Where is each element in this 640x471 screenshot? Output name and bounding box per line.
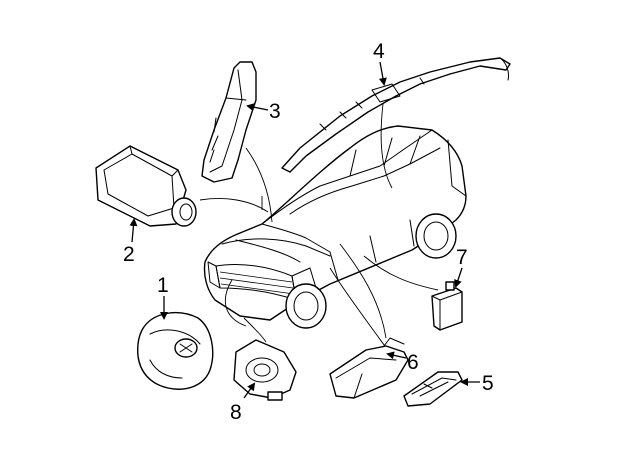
callout-5-group: 5 [460,372,494,395]
callout-label-4: 4 [373,40,385,63]
callout-arrow-8 [243,382,256,399]
callout-2-group: 2 [123,218,138,266]
callout-1-group: 1 [157,274,169,320]
clock-spring [233,339,297,401]
callout-8-group: 8 [230,382,256,424]
callout-arrow-6 [386,351,407,360]
callout-3-group: 3 [246,100,281,123]
callout-7-group: 7 [454,246,468,288]
callout-label-7: 7 [456,246,468,269]
side-airbag [201,61,257,183]
callout-label-8: 8 [230,401,242,424]
callout-label-1: 1 [157,274,169,297]
callout-label-6: 6 [407,351,419,374]
callout-label-3: 3 [269,100,281,123]
callout-label-2: 2 [123,243,135,266]
sensor-module [403,371,463,407]
callout-arrow-2 [129,218,138,243]
passenger-airbag [95,145,197,227]
callout-arrow-3 [246,103,269,112]
impact-sensor [431,281,463,331]
steering-wheel-airbag [136,311,214,390]
callout-label-5: 5 [482,372,494,395]
vehicle-outline [203,125,467,329]
curtain-airbag [281,57,511,173]
callout-arrow-4 [378,61,387,86]
callout-4-group: 4 [373,40,387,86]
knee-airbag [329,337,409,399]
callout-arrow-7 [454,267,463,288]
callout-6-group: 6 [386,351,419,374]
